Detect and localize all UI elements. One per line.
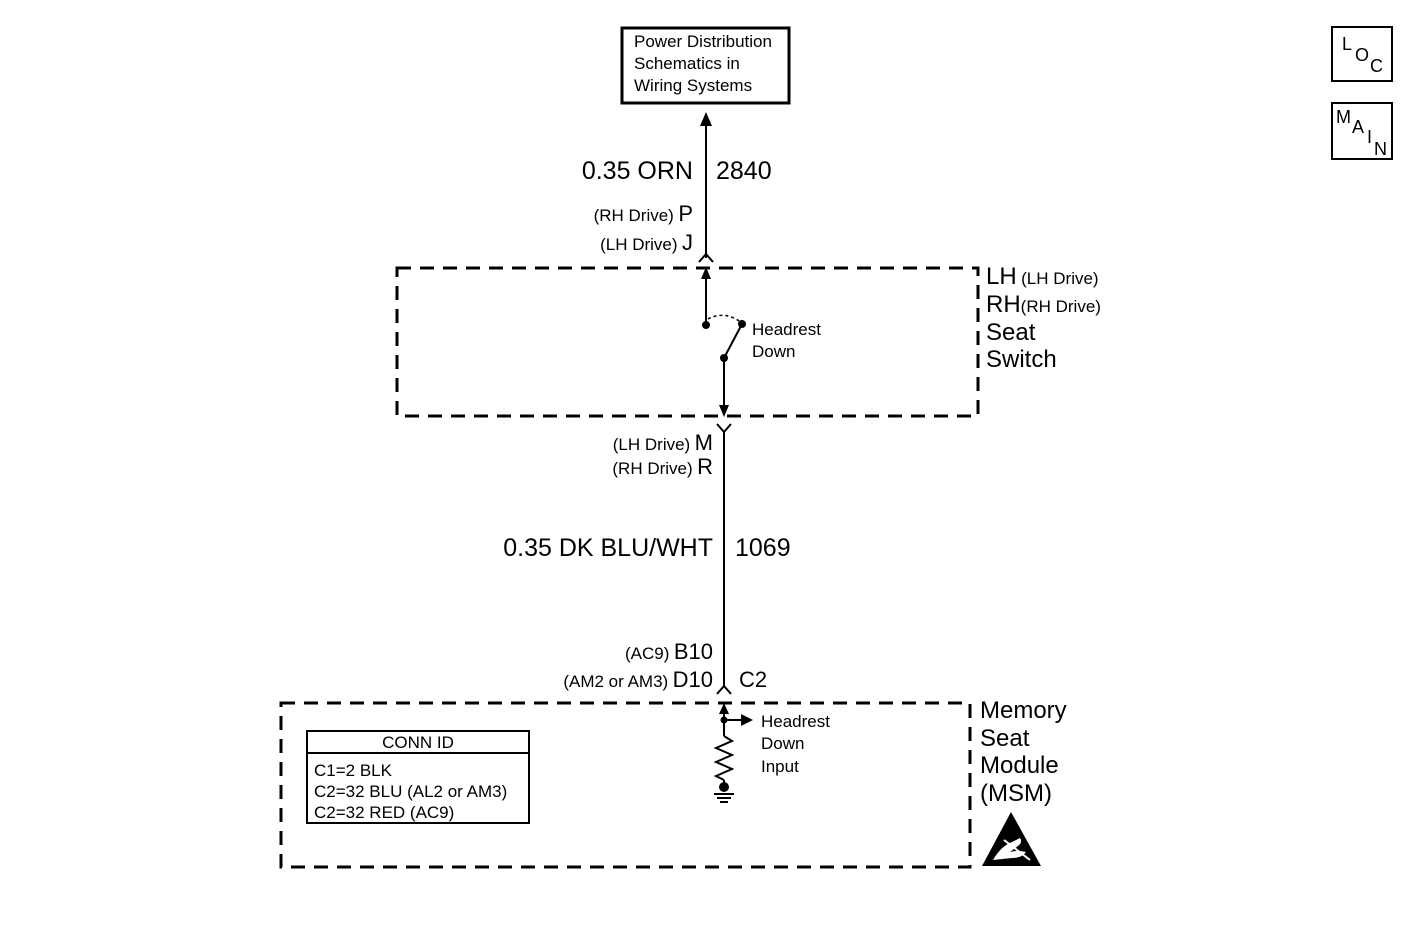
switch-contact-label1: Headrest [752,320,821,339]
main-letter-3: I [1367,127,1373,147]
main-button[interactable]: M A I N [1331,102,1393,160]
switch-top-rh-pin: P [678,201,693,226]
seat-switch-line4: Switch [986,346,1057,373]
seat-switch-rh: RH [986,291,1021,318]
seat-switch-rh-note: (RH Drive) [1020,297,1101,316]
loc-letter-2: O [1355,45,1370,65]
switch-bottom-rh-note: (RH Drive) [612,459,693,478]
module-connector-label: C2 [739,667,768,692]
switch-top-pin-rh: (RH Drive) P [594,203,693,225]
power-distribution-line1: Power Distribution [634,32,772,51]
main-letter-1: M [1336,107,1351,127]
main-letter-2: A [1352,117,1365,137]
memory-seat-module-boundary [279,701,972,869]
switch-top-lh-pin: J [682,230,693,255]
module-pin-ac9: (AC9) B10 [625,641,713,663]
loc-button[interactable]: L O C [1331,26,1393,82]
esd-warning-icon [982,812,1041,866]
power-distribution-line3: Wiring Systems [634,76,753,95]
module-pin-am-pin: D10 [672,667,713,692]
seat-switch-line3: Seat [986,319,1036,346]
switch-bottom-rh-pin: R [697,454,713,479]
switch-contact-upper [702,321,710,329]
module-input-label1: Headrest [761,712,830,731]
switch-top-pin-lh: (LH Drive) J [600,232,693,254]
main-letter-4: N [1374,139,1387,159]
wire-bottom-gauge-color: 0.35 DK BLU/WHT [503,534,713,562]
arrow-up-small-icon [701,267,711,279]
conn-id-row: C2=32 BLU (AL2 or AM3) [314,782,508,801]
seat-switch-boundary [395,266,980,418]
conn-id-table: CONN ID C1=2 BLK C2=32 BLU (AL2 or AM3) … [306,730,530,824]
arrow-up-icon [700,112,712,126]
conn-id-row: C1=2 BLK [314,761,392,780]
module-pin-ac9-pin: B10 [673,639,713,664]
switch-bottom-pin-lh: (LH Drive) M [613,432,713,454]
seat-switch-rh-label: RH(RH Drive) [986,293,1101,317]
power-distribution-label[interactable]: Power Distribution Schematics in Wiring … [634,31,772,97]
loc-letter-3: C [1370,56,1383,76]
module-line1: Memory [980,697,1067,724]
ground-icon [714,793,734,803]
switch-bottom-lh-pin: M [694,430,713,455]
wire-bottom-circuit: 1069 [735,534,791,562]
ground-node [719,782,729,792]
module-pin-am-note: (AM2 or AM3) [563,672,669,691]
module-input-label3: Input [761,757,799,776]
switch-top-rh-note: (RH Drive) [593,206,674,225]
arrow-down-small-icon [719,405,729,417]
power-distribution-line2: Schematics in [634,54,740,73]
switch-travel-arc [707,314,743,324]
switch-bottom-pin-rh: (RH Drive) R [612,456,713,478]
module-connector-chevron-icon [716,684,732,695]
switch-contact-label2: Down [752,342,796,361]
connector-chevron-icon [698,252,714,263]
switch-top-lh-note: (LH Drive) [600,235,678,254]
conn-id-row: C2=32 RED (AC9) [314,803,455,822]
module-pin-am: (AM2 or AM3) D10 [563,669,713,691]
module-input-label2: Down [761,734,805,753]
seat-switch-lh: LH [986,263,1017,290]
loc-letter-1: L [1342,34,1353,54]
power-distribution-box [620,26,791,105]
connector-chevron-lower-icon [716,423,732,434]
module-line2: Seat [980,725,1030,752]
conn-id-header: CONN ID [308,732,528,754]
pulldown-resistor [713,735,735,781]
module-pin-ac9-note: (AC9) [624,644,670,663]
arrow-up-module-icon [719,703,729,714]
switch-blade [723,323,743,359]
module-line4: (MSM) [980,780,1052,807]
wire-top-gauge-color: 0.35 ORN [581,157,693,185]
arrow-right-icon [741,714,753,726]
seat-switch-lh-note: (LH Drive) [1021,269,1099,288]
switch-bottom-lh-note: (LH Drive) [612,435,691,454]
module-line3: Module [980,752,1059,779]
wire-top-circuit: 2840 [716,157,772,185]
seat-switch-lh-label: LH (LH Drive) [986,265,1099,289]
